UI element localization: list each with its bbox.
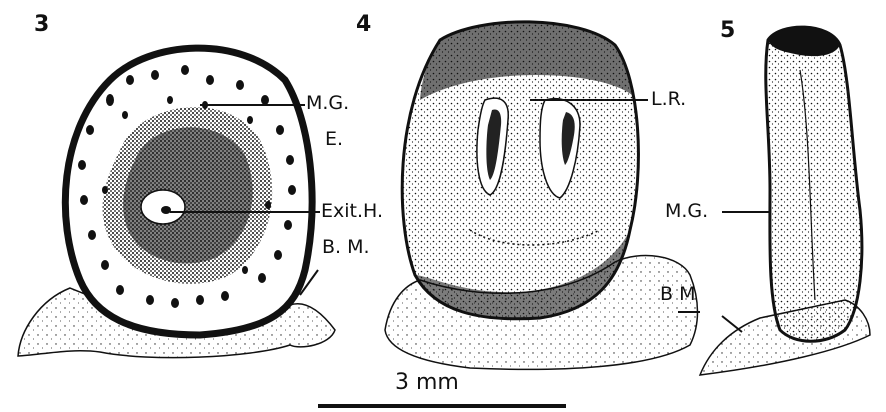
figure-3-drawing [18,48,335,358]
figure-5-drawing [700,27,870,375]
scale-bar-label: 3 mm [395,372,459,394]
figure-4-drawing [385,22,700,370]
figure-number-4: 4 [356,14,371,36]
label-mg-fig3: M.G. [306,94,349,113]
label-e-fig3: E. [325,130,343,149]
figure-number-5: 5 [720,20,735,42]
label-lr-fig4: L.R. [651,90,686,109]
label-mg-fig5: M.G. [665,202,708,221]
label-exit-hole-fig3: Exit.H. [321,202,383,221]
label-bm-fig3: B. M. [322,238,370,257]
label-bm-fig4: B M [660,285,695,304]
figure-number-3: 3 [34,14,49,36]
fig5-body [766,27,862,341]
